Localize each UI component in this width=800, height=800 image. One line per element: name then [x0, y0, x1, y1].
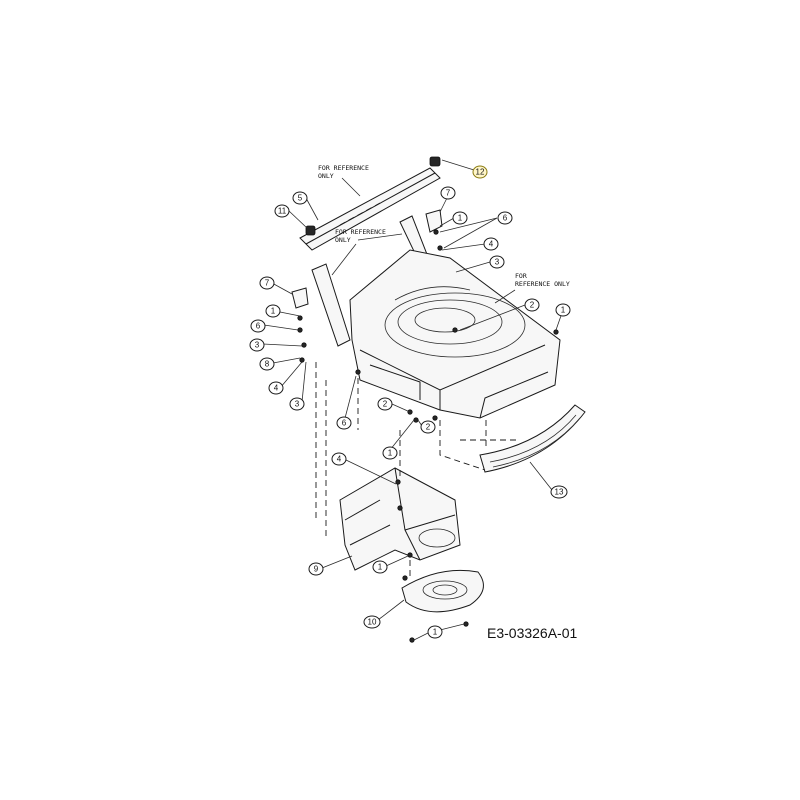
svg-text:9: 9: [314, 565, 319, 574]
discharge-chute-part: [339, 467, 461, 571]
svg-text:12: 12: [476, 168, 485, 177]
svg-text:2: 2: [426, 423, 431, 432]
svg-text:4: 4: [337, 455, 342, 464]
svg-text:1: 1: [271, 307, 276, 316]
svg-text:1: 1: [561, 306, 566, 315]
svg-text:5: 5: [298, 194, 303, 203]
callout-6-lower: 6: [336, 416, 352, 430]
callout-2-lower-left: 2: [377, 397, 393, 411]
svg-text:11: 11: [278, 207, 287, 216]
rear-guard-part: [479, 404, 586, 473]
callout-7-upper: 7: [440, 186, 456, 200]
svg-text:1: 1: [433, 628, 438, 637]
svg-text:13: 13: [555, 488, 564, 497]
reference-note-handle-line2: ONLY: [318, 172, 334, 180]
callout-3-upper: 3: [489, 255, 505, 269]
svg-text:3: 3: [295, 400, 300, 409]
callout-6-upper: 6: [497, 211, 513, 225]
reference-note-bracket-line2: ONLY: [335, 236, 351, 244]
svg-text:3: 3: [495, 258, 500, 267]
svg-text:2: 2: [530, 301, 535, 310]
svg-text:4: 4: [274, 384, 279, 393]
callout-6-left: 6: [250, 319, 266, 333]
callout-1-deck: 1: [555, 303, 571, 317]
callout-5: 5: [292, 191, 308, 205]
misc-fasteners: [395, 479, 413, 581]
callout-4-left: 4: [268, 381, 284, 395]
svg-text:6: 6: [503, 214, 508, 223]
leader-lines: [262, 159, 564, 641]
reference-note-bracket-line1: FOR REFERENCE: [335, 228, 386, 236]
svg-text:6: 6: [342, 419, 347, 428]
callout-11: 11: [274, 204, 290, 218]
callout-1-chute: 1: [372, 560, 388, 574]
mower-deck-reference-part: [349, 249, 561, 419]
svg-text:4: 4: [489, 240, 494, 249]
callout-8: 8: [259, 357, 275, 371]
svg-text:3: 3: [255, 341, 260, 350]
reference-note-handle-line1: FOR REFERENCE: [318, 164, 369, 172]
callout-1-lower: 1: [382, 446, 398, 460]
callout-13: 13: [550, 485, 568, 499]
callout-2-deck: 2: [524, 298, 540, 312]
reference-note-deck-line1: FOR: [515, 272, 527, 280]
callout-12: 12: [472, 165, 488, 179]
callout-2-lower-right: 2: [420, 420, 436, 434]
svg-text:10: 10: [368, 618, 377, 627]
svg-text:2: 2: [383, 400, 388, 409]
reference-note-deck-line2: REFERENCE ONLY: [515, 280, 570, 288]
svg-text:6: 6: [256, 322, 261, 331]
handle-reference-part: [299, 156, 441, 251]
callout-4-lower: 4: [331, 452, 347, 466]
svg-text:1: 1: [458, 214, 463, 223]
svg-text:1: 1: [378, 563, 383, 572]
svg-text:1: 1: [388, 449, 393, 458]
callout-1-left: 1: [265, 304, 281, 318]
reference-note-deck: FOR REFERENCE ONLY: [515, 272, 570, 288]
drawing-code: E3-03326A-01: [487, 625, 578, 641]
svg-text:7: 7: [265, 279, 270, 288]
callout-4-upper: 4: [483, 237, 499, 251]
reference-note-bracket: FOR REFERENCE ONLY: [335, 228, 386, 244]
callout-1-cover: 1: [427, 625, 443, 639]
callout-7-left: 7: [259, 276, 275, 290]
handle-bracket-left: [291, 263, 351, 363]
callout-9: 9: [308, 562, 324, 576]
assembly-lines: [315, 362, 520, 580]
svg-text:8: 8: [265, 360, 270, 369]
callout-3-left: 3: [249, 338, 265, 352]
lower-cover-part: [401, 569, 484, 643]
callout-10: 10: [363, 615, 381, 629]
callout-1-upper: 1: [452, 211, 468, 225]
svg-text:7: 7: [446, 189, 451, 198]
callout-3-lower: 3: [289, 397, 305, 411]
reference-note-handle: FOR REFERENCE ONLY: [318, 164, 369, 180]
